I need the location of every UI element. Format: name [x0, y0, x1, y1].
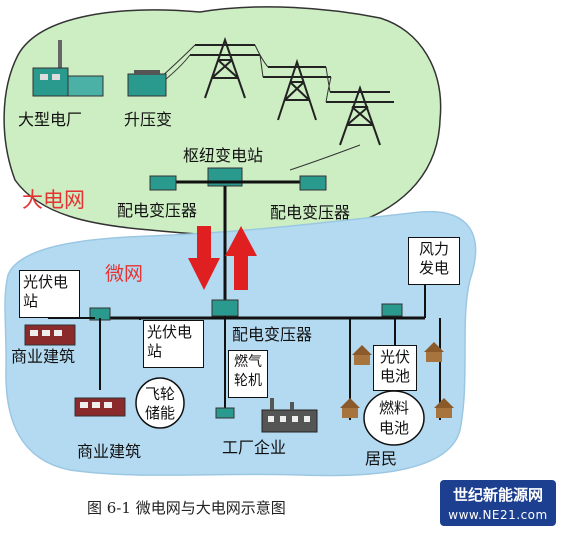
pv-station-center-box: 光伏电 站 — [143, 320, 204, 368]
gas-turbine-line2: 轮机 — [234, 373, 262, 389]
commercial-building-2-icon — [74, 397, 126, 417]
gas-turbine-line1: 燃气 — [234, 354, 262, 370]
pv-center-line2: 站 — [147, 342, 163, 360]
fuel-cell-ellipse — [363, 390, 425, 446]
house-icon-2 — [424, 342, 444, 362]
transmission-tower-1 — [190, 36, 260, 99]
commercial-building-2-label: 商业建筑 — [77, 442, 142, 461]
pv-cell-line2: 电池 — [379, 367, 410, 385]
arrow-down — [188, 226, 220, 290]
dist-transformer-left-icon — [149, 175, 177, 191]
grid-region — [3, 6, 442, 237]
watermark: 世纪新能源网 www.NE21.com — [440, 480, 556, 526]
dist-transformer-left-label: 配电变压器 — [117, 201, 198, 220]
commercial-building-1-label: 商业建筑 — [11, 347, 76, 366]
fuel-cell-line1: 燃料 — [378, 399, 409, 417]
microgrid-transformer-icon — [211, 299, 239, 317]
pv-center-line1: 光伏电 — [147, 323, 193, 341]
dist-transformer-right-label: 配电变压器 — [270, 203, 351, 222]
house-icon-4 — [434, 398, 454, 418]
pv-station-left-box: 光伏电 站 — [19, 270, 80, 318]
arrow-up — [225, 226, 257, 290]
pv-cell-box: 光伏 电池 — [373, 345, 417, 391]
microgrid-transformer-label: 配电变压器 — [232, 325, 313, 344]
large-plant-label: 大型电厂 — [18, 110, 83, 129]
right-node-icon — [381, 303, 403, 317]
wind-label-line2: 发电 — [418, 259, 449, 277]
transmission-tower-3 — [326, 84, 394, 146]
flywheel-ellipse — [135, 377, 185, 429]
dist-transformer-right-icon — [299, 175, 327, 191]
house-icon-3 — [340, 398, 360, 418]
factory-label: 工厂企业 — [222, 438, 287, 457]
house-icon-1 — [352, 345, 372, 365]
residents-label: 居民 — [365, 449, 398, 468]
gas-turbine-box: 燃气 轮机 — [228, 350, 268, 398]
flywheel-label: 飞轮 储能 — [140, 385, 180, 423]
pv-cell-line1: 光伏 — [379, 348, 410, 366]
figure-caption: 图 6-1 微电网与大电网示意图 — [87, 499, 286, 517]
commercial-building-1-icon — [24, 324, 76, 346]
power-plant-icon — [32, 40, 104, 97]
step-up-label: 升压变 — [124, 110, 173, 129]
factory-icon — [261, 398, 318, 433]
wind-power-box: 风力 发电 — [408, 237, 460, 285]
fuel-cell-label: 燃料 电池 — [374, 398, 414, 438]
flywheel-line1: 飞轮 — [144, 385, 175, 403]
transmission-tower-2 — [263, 58, 331, 121]
grid-region-label: 大电网 — [22, 188, 85, 212]
microgrid-region-label: 微网 — [105, 263, 144, 285]
fuel-cell-line2: 电池 — [378, 419, 409, 437]
pv-left-line1: 光伏电 — [23, 273, 69, 291]
step-up-transformer-icon — [127, 70, 167, 97]
flywheel-line2: 储能 — [144, 404, 175, 422]
hub-substation-label: 枢纽变电站 — [183, 146, 264, 165]
watermark-url: www.NE21.com — [448, 508, 548, 522]
wind-label-line1: 风力 — [418, 240, 449, 258]
pv-left-line2: 站 — [23, 292, 39, 310]
watermark-name: 世纪新能源网 — [452, 486, 543, 504]
factory-node-icon — [215, 407, 235, 419]
